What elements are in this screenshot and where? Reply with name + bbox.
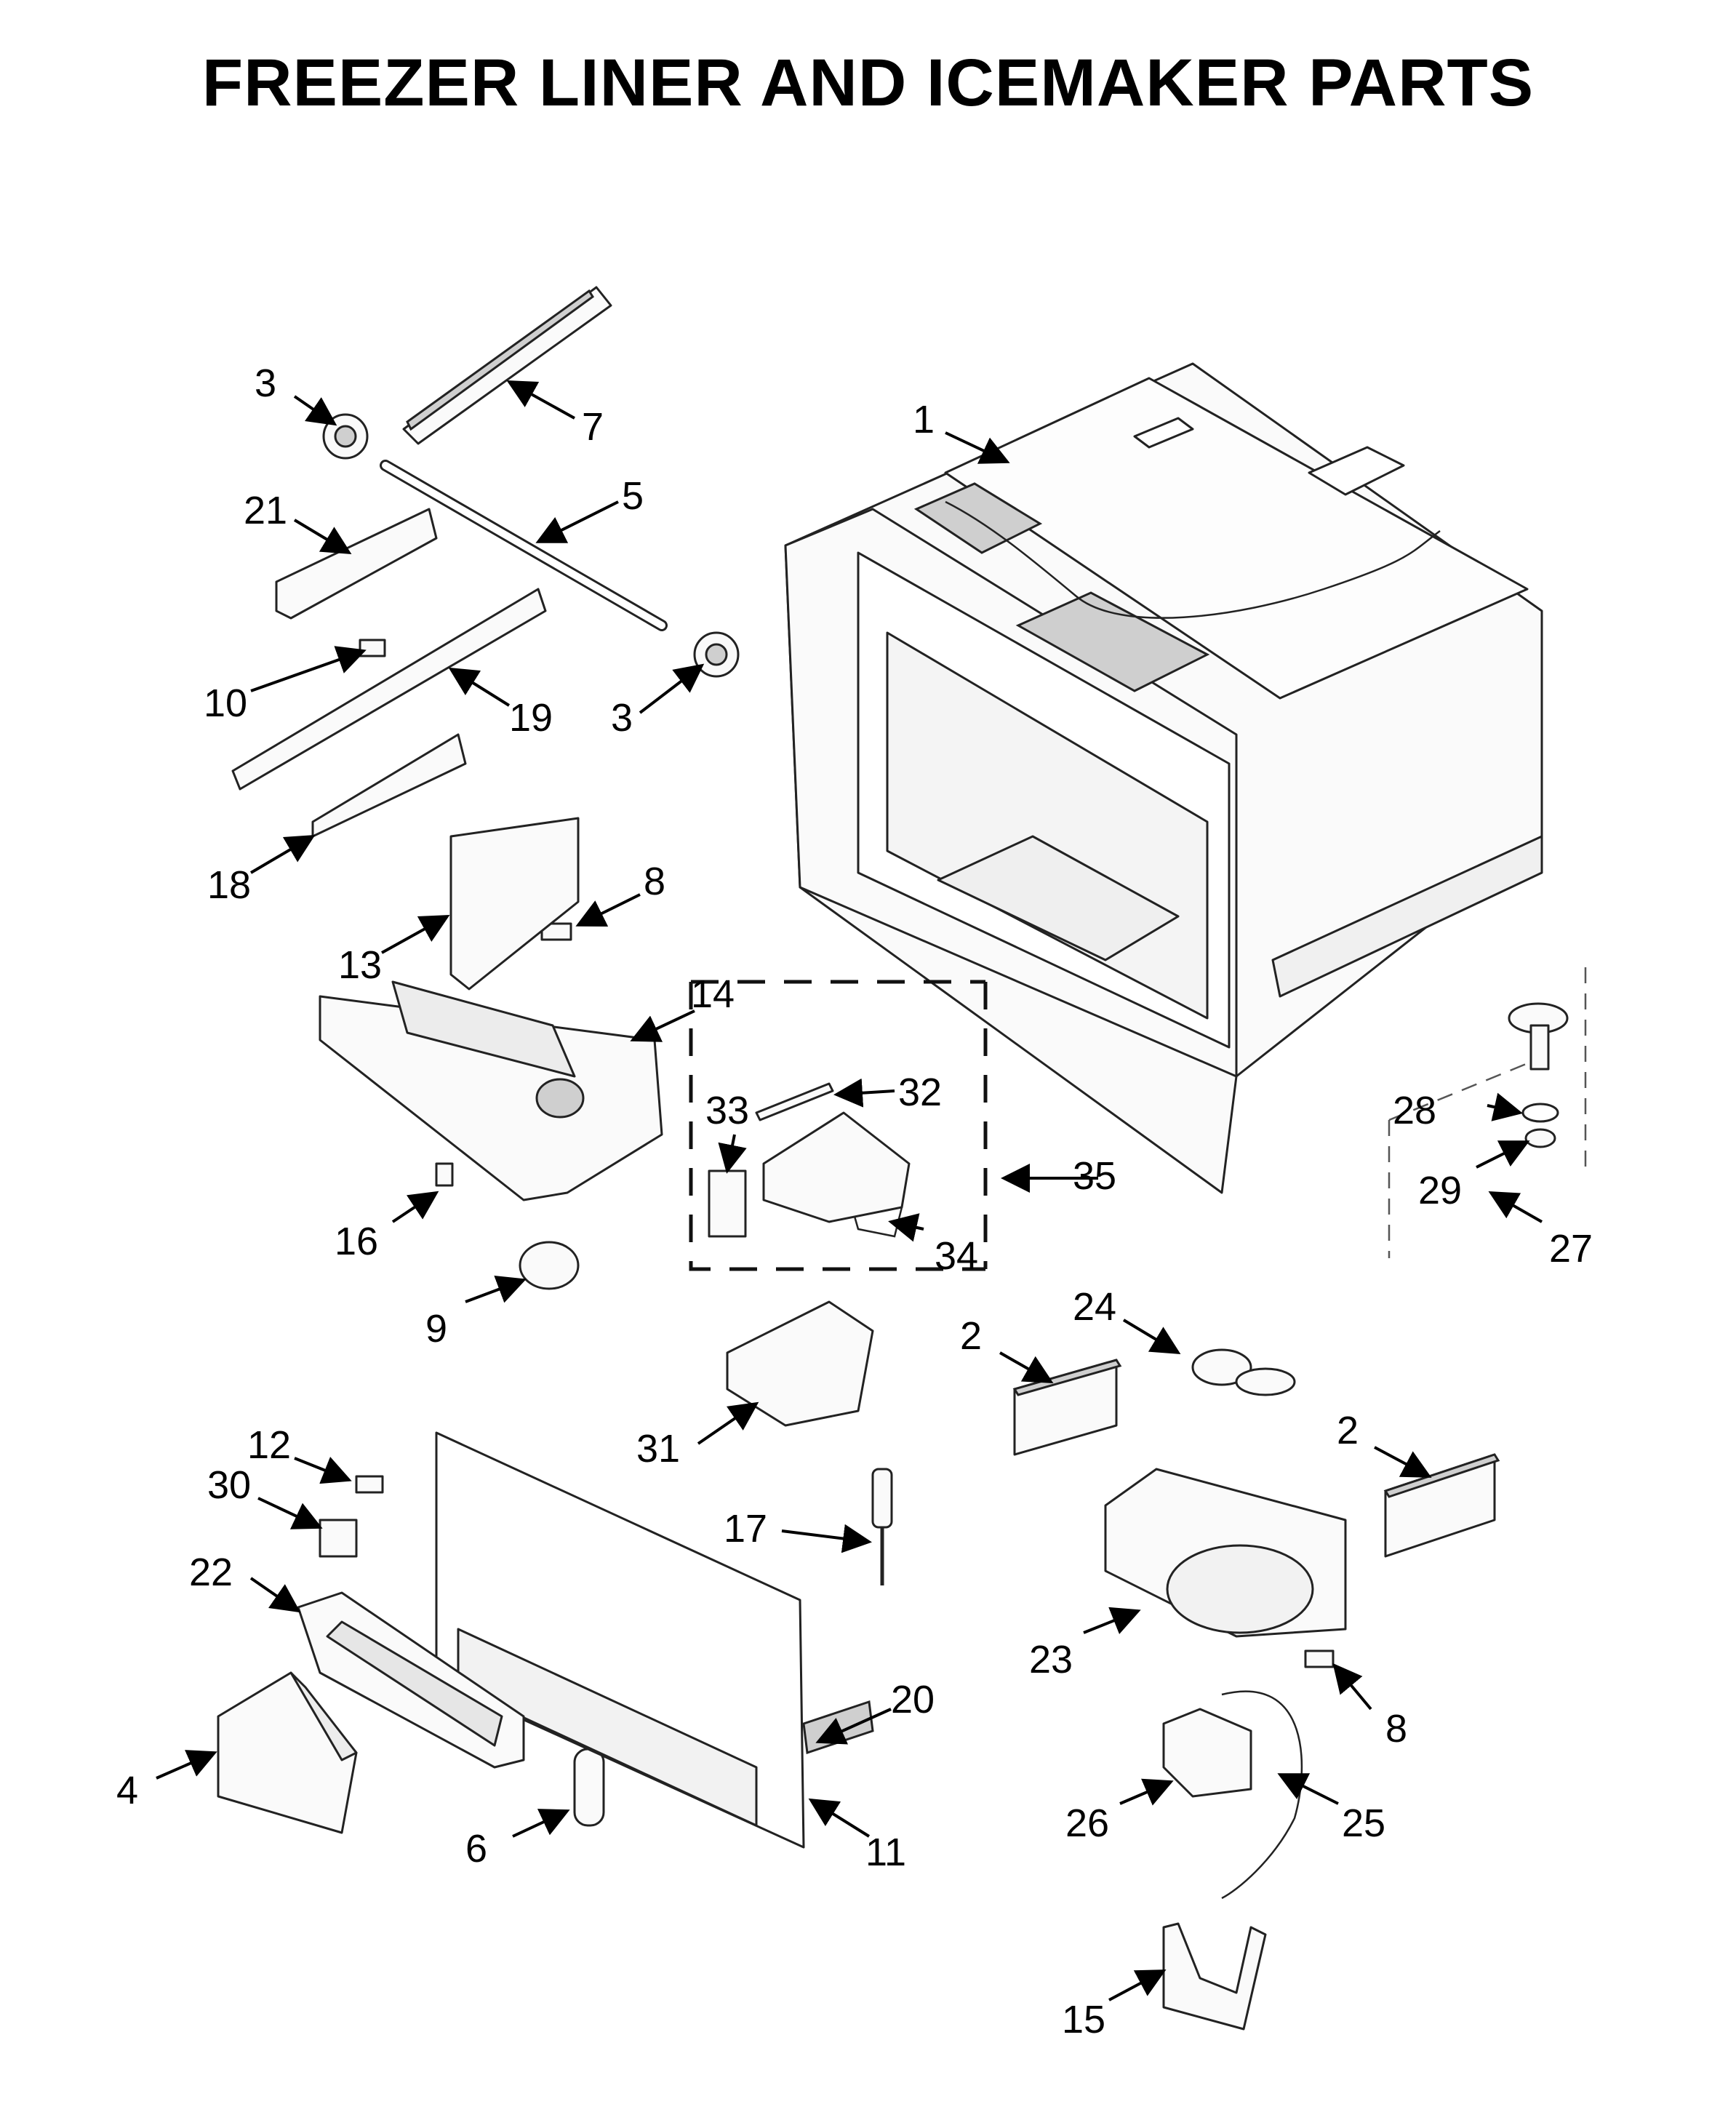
- drain-kit-group-27: [1388, 967, 1587, 1258]
- drain-fitting-part-27[interactable]: [1508, 1002, 1569, 1071]
- callout-8-lower: 8: [1385, 1707, 1407, 1751]
- callout-29: 29: [1418, 1169, 1462, 1212]
- callout-4: 4: [116, 1769, 138, 1812]
- foam-strip-part-2-right[interactable]: [1383, 1453, 1500, 1558]
- callout-8-upper: 8: [644, 860, 665, 903]
- callout-2-left: 2: [960, 1314, 982, 1358]
- motor-part-26[interactable]: [1162, 1708, 1252, 1798]
- callout-24: 24: [1073, 1285, 1116, 1329]
- callout-28: 28: [1393, 1089, 1436, 1132]
- slide-part-18[interactable]: [311, 733, 467, 838]
- freezer-liner-part-1[interactable]: [784, 362, 1543, 1194]
- screw-part-12[interactable]: [355, 1475, 384, 1494]
- track-part-19[interactable]: [231, 588, 547, 791]
- callout-16: 16: [335, 1220, 378, 1263]
- bracket-part-13[interactable]: [449, 817, 580, 991]
- callout-14: 14: [691, 972, 735, 1016]
- callout-2-right: 2: [1337, 1409, 1359, 1452]
- callout-31: 31: [636, 1427, 680, 1471]
- screw-part-10[interactable]: [359, 639, 386, 657]
- callout-35: 35: [1073, 1154, 1116, 1198]
- fan-blade-part-24[interactable]: [1191, 1348, 1296, 1396]
- icemaker-kit-boundary: [689, 980, 988, 1271]
- wire-part-32[interactable]: [755, 1082, 834, 1121]
- guide-part-21[interactable]: [275, 508, 438, 620]
- callout-3-lower: 3: [611, 696, 633, 740]
- callout-26: 26: [1065, 1801, 1109, 1845]
- callout-19: 19: [509, 696, 553, 740]
- connector-part-16[interactable]: [435, 1162, 454, 1187]
- icemaker-cover-part-33[interactable]: [708, 1169, 747, 1238]
- callout-20: 20: [891, 1678, 935, 1721]
- callout-34: 34: [935, 1234, 978, 1278]
- icemaker-assembly-part-35[interactable]: [762, 1111, 911, 1223]
- foam-strip-part-2-left[interactable]: [1012, 1359, 1122, 1456]
- washer-part-29[interactable]: [1524, 1128, 1556, 1148]
- callout-3-upper: 3: [255, 361, 276, 405]
- callout-5: 5: [622, 474, 644, 518]
- callout-12: 12: [247, 1423, 291, 1467]
- clip-part-6[interactable]: [573, 1748, 605, 1827]
- callout-6: 6: [465, 1827, 487, 1871]
- thermostat-part-30[interactable]: [319, 1519, 358, 1558]
- callout-13: 13: [338, 943, 382, 987]
- grille-part-22[interactable]: [297, 1591, 525, 1769]
- callout-7: 7: [582, 405, 604, 449]
- gear-part-3-lower[interactable]: [693, 631, 740, 678]
- harness-part-25[interactable]: [1221, 1690, 1303, 1900]
- o-ring-part-28[interactable]: [1521, 1103, 1559, 1123]
- page-title: FREEZER LINER AND ICEMAKER PARTS: [201, 46, 1535, 120]
- callout-23: 23: [1029, 1638, 1073, 1681]
- callout-9: 9: [425, 1307, 447, 1351]
- callout-22: 22: [189, 1551, 233, 1594]
- callout-25: 25: [1342, 1801, 1385, 1845]
- callout-10: 10: [204, 681, 247, 725]
- callout-17: 17: [724, 1507, 767, 1551]
- rail-part-7[interactable]: [402, 286, 612, 445]
- callout-27: 27: [1549, 1227, 1593, 1271]
- callout-30: 30: [207, 1463, 251, 1507]
- panel-part-11[interactable]: [435, 1431, 805, 1849]
- fan-shroud-part-23[interactable]: [1104, 1468, 1347, 1638]
- callout-1: 1: [913, 398, 935, 441]
- bracket-part-15[interactable]: [1162, 1922, 1267, 2031]
- callout-15: 15: [1062, 1998, 1105, 2041]
- callout-18: 18: [207, 863, 251, 907]
- rod-part-5[interactable]: [380, 460, 668, 631]
- callout-21: 21: [244, 489, 287, 532]
- knob-part-9[interactable]: [519, 1241, 580, 1290]
- ice-bin-housing-part-14[interactable]: [319, 980, 663, 1201]
- leader-lines: [156, 380, 1543, 2001]
- foam-part-20[interactable]: [802, 1700, 874, 1755]
- callout-32: 32: [898, 1071, 942, 1114]
- screw-part-8-lower[interactable]: [1304, 1649, 1335, 1668]
- callout-11: 11: [865, 1831, 906, 1874]
- ice-tray-part-31[interactable]: [726, 1300, 874, 1427]
- thermistor-part-17[interactable]: [871, 1468, 893, 1585]
- callout-33: 33: [705, 1089, 749, 1132]
- cover-part-4[interactable]: [217, 1671, 358, 1834]
